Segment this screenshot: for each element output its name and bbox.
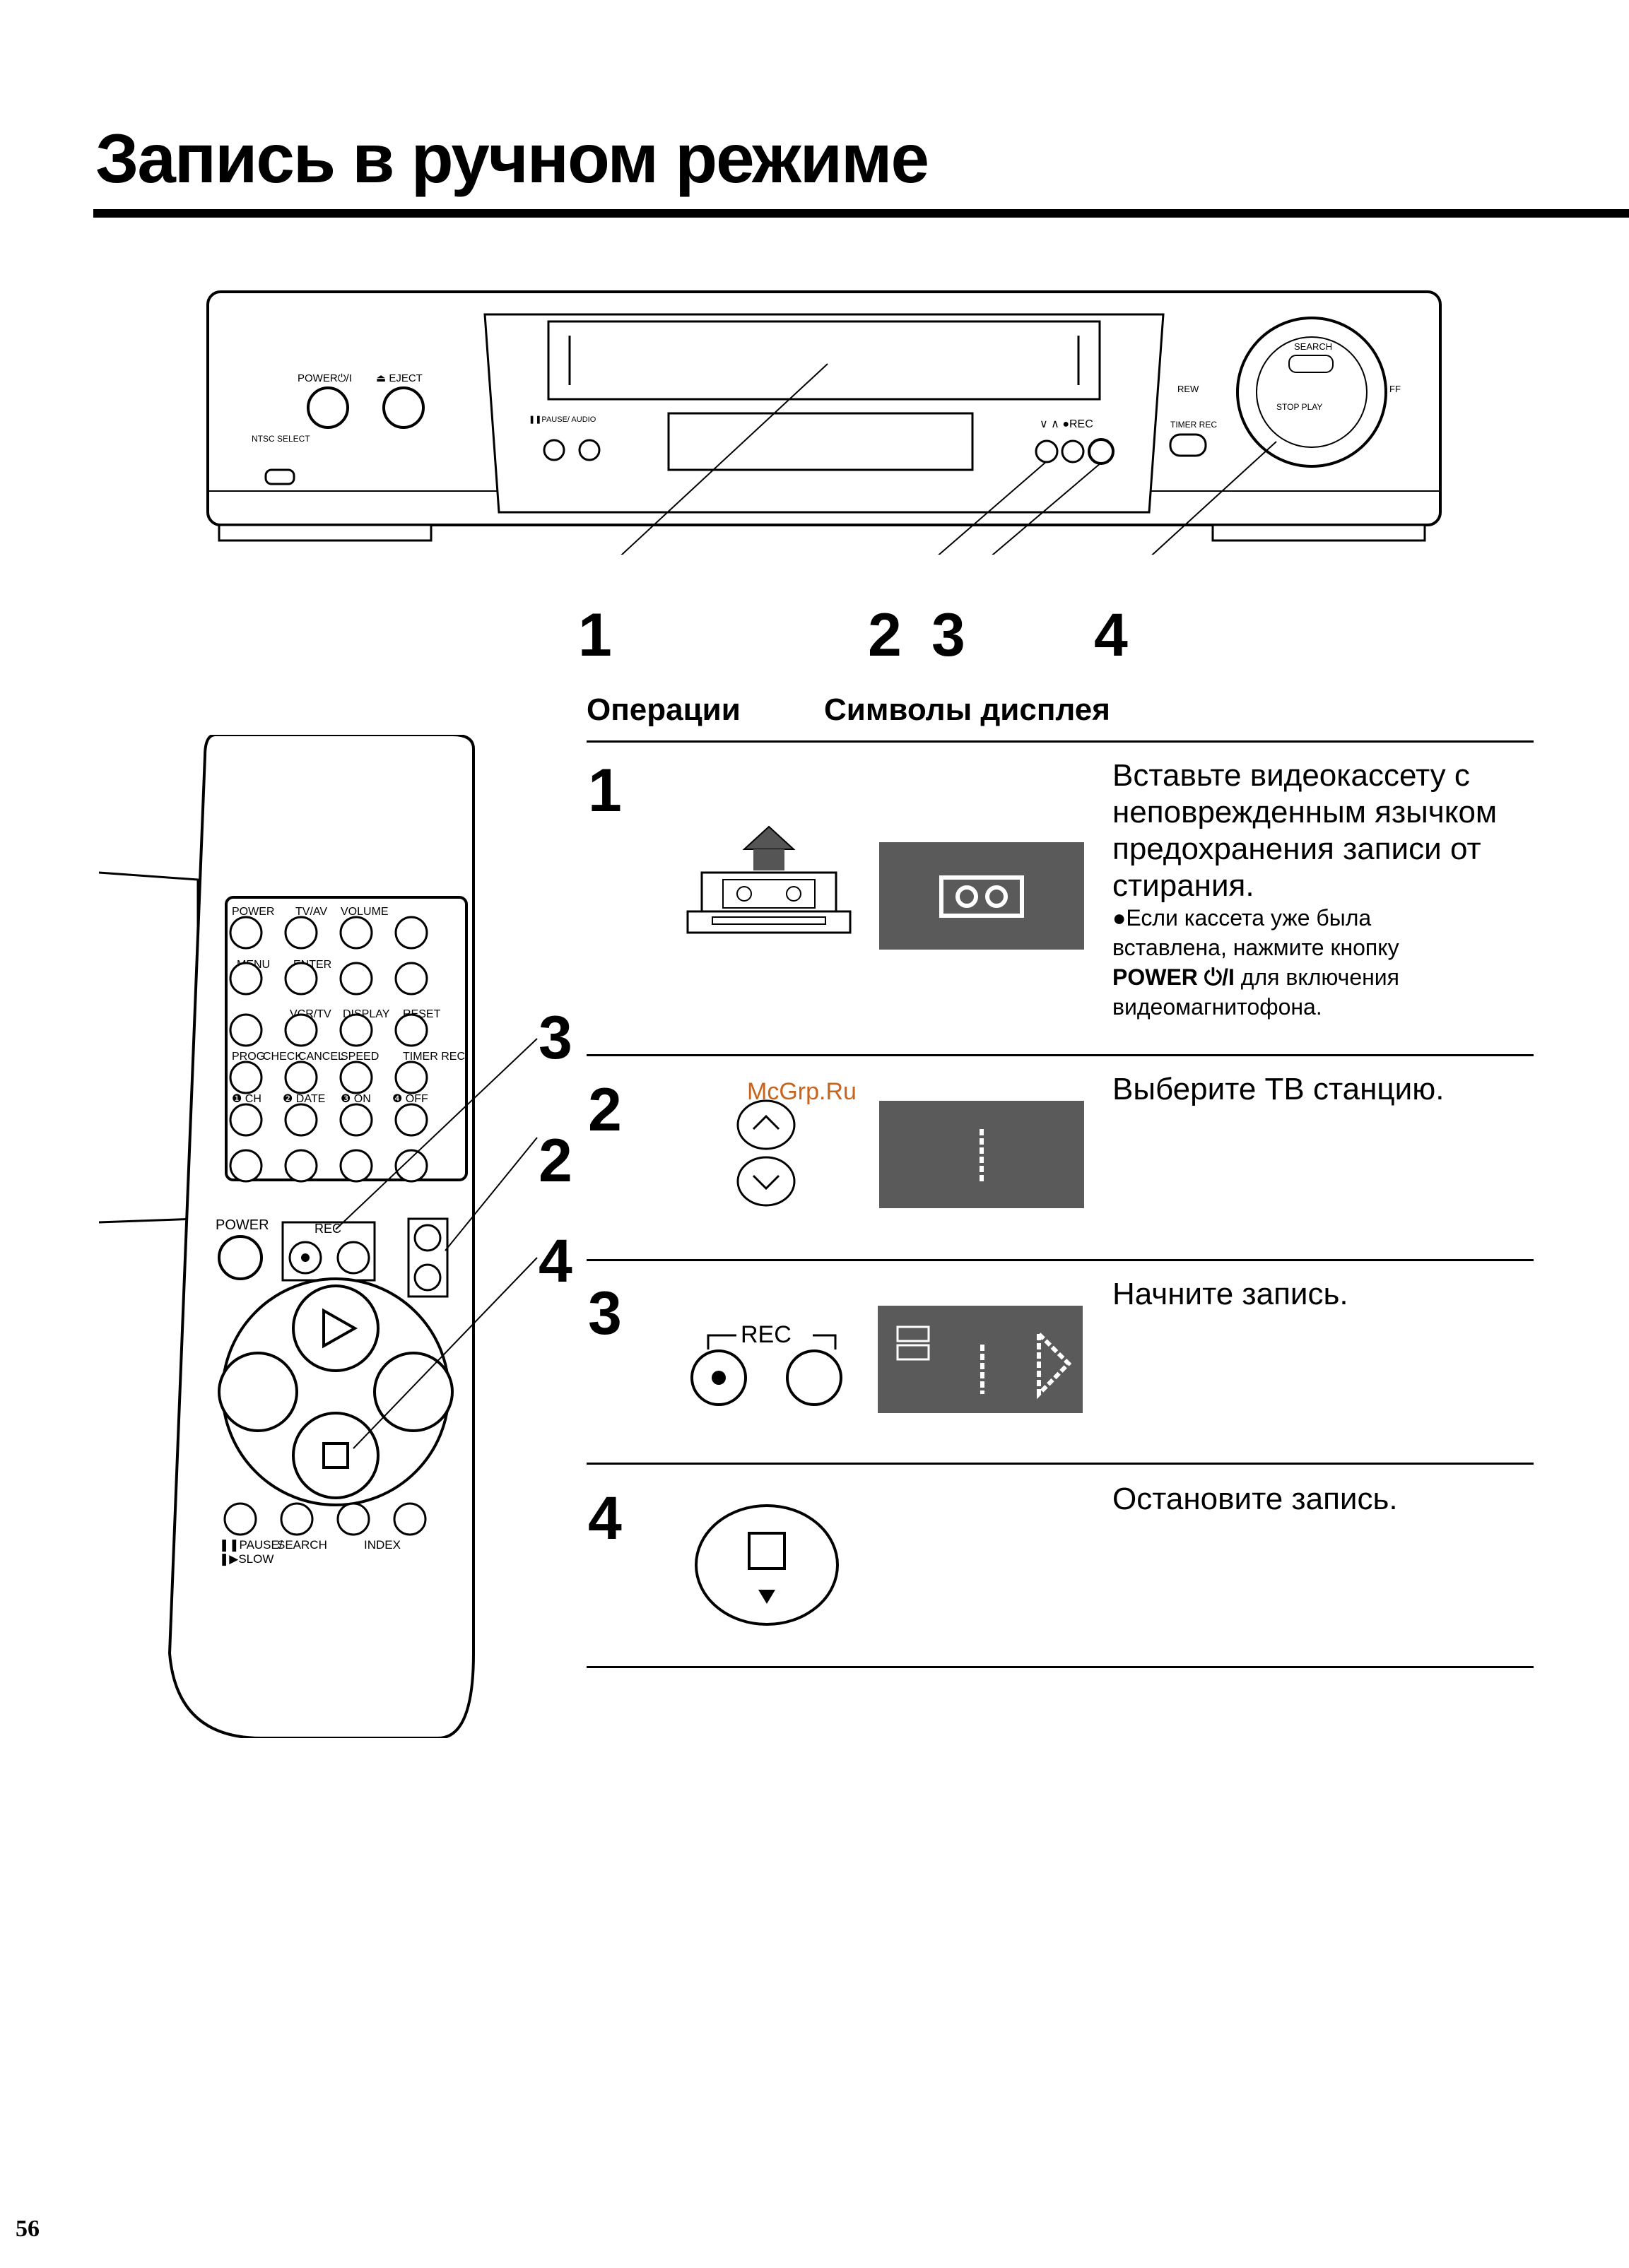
svg-text:❶ CH: ❶ CH [232,1093,261,1105]
ch-buttons-illustration [736,1099,796,1207]
vcr-eject-label: ⏏ EJECT [376,372,423,384]
stop-button [695,1504,839,1626]
display-recording-lcd [878,1306,1083,1413]
rec-label: REC [741,1321,792,1348]
table-rule-1 [587,1054,1534,1056]
svg-text:CHECK: CHECK [263,1051,302,1063]
vcr-callout-4: 4 [1094,601,1128,669]
table-rule-4 [587,1666,1534,1668]
step-3-text: Начните запись. [1112,1277,1348,1311]
vcr-eject-button [382,386,425,429]
step-3-number: 3 [588,1280,622,1347]
vcr-rec-button [1088,438,1115,465]
remote-power2-button [218,1235,263,1280]
svg-text:TIMER REC: TIMER REC [403,1051,465,1063]
cassette-insert-illustration [686,825,852,934]
remote-power-label: POWER [232,906,274,918]
remote-callout-2: 2 [539,1127,572,1195]
cassette-icon [955,885,978,908]
table-rule-0 [587,740,1534,743]
stop-button-illustration [695,1504,839,1626]
svg-text:❹ OFF: ❹ OFF [392,1093,428,1105]
svg-text:❚❚PAUSE/: ❚❚PAUSE/ [219,1538,283,1552]
svg-text:SPEED: SPEED [341,1051,379,1063]
vcr-ch-up-button [1061,439,1085,463]
svg-text:REW: REW [1177,384,1199,394]
svg-text:PROG: PROG [232,1051,265,1063]
svg-text:TV/AV: TV/AV [295,906,327,918]
step-4-text: Остановите запись. [1112,1482,1398,1516]
table-rule-3 [587,1463,1534,1465]
step-1-note-post: для включения видеомагнитофона. [1112,964,1399,1020]
step-1-note-pre: ●Если кассета уже была вставлена, нажмит… [1112,905,1399,960]
rec-indicator-icon [896,1325,930,1342]
vcr-ch-down-button [1035,439,1059,463]
ch-up-button [736,1099,796,1150]
step-1-number: 1 [588,757,622,825]
header-display: Символы дисплея [824,692,1110,727]
step-1-note-bold: POWER ⏻/I [1112,964,1235,990]
display-cassette-lcd [879,842,1084,950]
svg-text:❷ DATE: ❷ DATE [283,1093,325,1105]
svg-text:STOP PLAY: STOP PLAY [1276,402,1322,412]
remote-power-button [229,916,263,950]
ch-down-button [736,1156,796,1207]
svg-text:❚▶SLOW: ❚▶SLOW [219,1552,274,1566]
svg-text:CANCEL: CANCEL [298,1051,344,1063]
remote-callout-3: 3 [539,1004,572,1072]
step-4-number: 4 [588,1484,622,1552]
page-title: Запись в ручном режиме [95,119,929,197]
vcr-power-button [307,386,349,429]
remote-ch-up-button [413,1224,442,1252]
vcr-timer-rec-button [1169,433,1207,457]
svg-text:FF: FF [1389,384,1401,394]
svg-text:INDEX: INDEX [364,1538,401,1552]
vcr-ntsc-label: NTSC SELECT [252,434,310,444]
step-1-text: Вставьте видеокассету с неповрежденным я… [1112,758,1498,903]
page-number: 56 [16,2216,40,2242]
vcr-callout-1: 1 [578,601,612,669]
watermark: McGrp.Ru [747,1078,857,1105]
svg-text:SEARCH: SEARCH [1294,341,1332,352]
svg-text:❚❚PAUSE/ AUDIO: ❚❚PAUSE/ AUDIO [529,415,596,424]
remote-ch-down-button [413,1263,442,1292]
svg-text:REC: REC [314,1222,341,1236]
rec-buttons-illustration [690,1334,842,1406]
play-arrow-icon [1037,1328,1072,1400]
rec-second-button [786,1349,842,1406]
svg-text:TIMER REC: TIMER REC [1170,420,1217,430]
remote-callout-4: 4 [539,1227,572,1295]
vcr-audio-button [578,439,601,461]
remote-control: POWER TV/AV VOLUME MENU ENTER VCR/TV DIS… [98,735,538,1738]
step-1-note: ●Если кассета уже была вставлена, нажмит… [1112,903,1480,1022]
svg-text:VOLUME: VOLUME [341,906,389,918]
remote-play-button [292,1284,380,1372]
vcr-callout-3: 3 [931,601,965,669]
remote-stop-button [292,1412,380,1499]
svg-text:SEARCH: SEARCH [277,1538,327,1552]
vcr-callout-2: 2 [868,601,902,669]
svg-text:∨ ∧ ●REC: ∨ ∧ ●REC [1040,418,1093,430]
step-2-number: 2 [588,1076,622,1144]
vcr-power-label: POWER⏻/I [298,372,352,384]
vcr-pause-button [543,439,565,461]
svg-text:❸ ON: ❸ ON [341,1093,371,1105]
title-rule [93,209,1629,218]
step-2-text: Выберите ТВ станцию. [1112,1072,1445,1106]
svg-text:POWER: POWER [216,1217,269,1233]
header-operations: Операции [587,692,741,727]
table-rule-2 [587,1259,1534,1261]
display-channel-lcd [879,1101,1084,1208]
vcr-front-panel: POWER⏻/I ⏏ EJECT NTSC SELECT ❚❚PAUSE/ AU… [206,290,1442,555]
